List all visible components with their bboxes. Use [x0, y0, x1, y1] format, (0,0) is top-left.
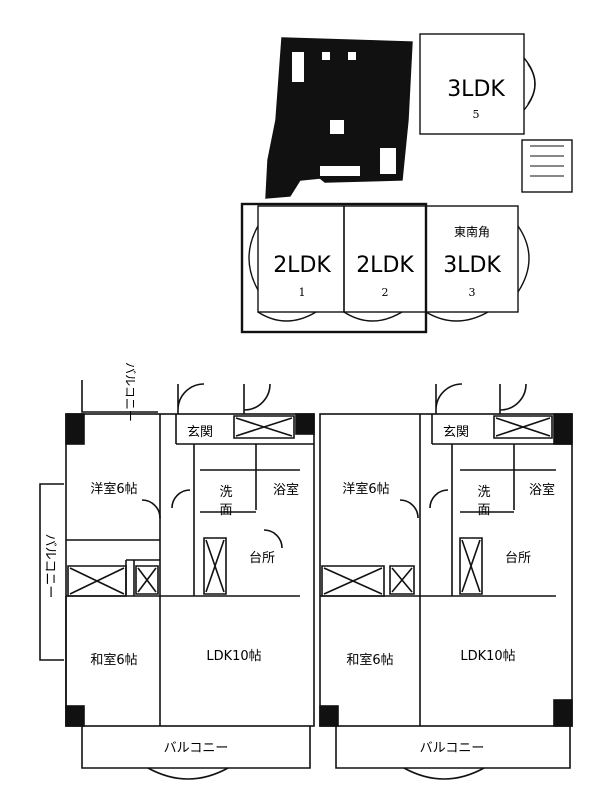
unit-5-type: 3LDK — [447, 77, 505, 102]
adjacent-window-3 — [348, 52, 356, 60]
left-bath: 浴室 — [273, 482, 299, 498]
plan-walls — [39, 380, 573, 780]
left-ldk: LDK10帖 — [206, 649, 261, 664]
unit-3-tag: 東南角 — [454, 224, 490, 239]
unit-5-number: 5 — [473, 108, 480, 121]
site-map — [240, 33, 573, 334]
right-entrance: 玄関 — [443, 425, 469, 440]
unit-3-type: 3LDK — [443, 253, 501, 278]
left-japanese-room: 和室6帖 — [90, 652, 137, 668]
right-wash-a: 洗 — [477, 485, 490, 500]
unit-2-type: 2LDK — [356, 253, 414, 278]
right-japanese-room: 和室6帖 — [346, 652, 393, 668]
left-wash-b: 面 — [219, 503, 232, 518]
unit-5-box — [419, 33, 525, 135]
right-western-room: 洋室6帖 — [342, 481, 389, 497]
adjacent-window-6 — [380, 148, 396, 174]
adjacent-window-1 — [292, 52, 304, 82]
adjacent-window-4 — [330, 120, 344, 134]
unit-1-number: 1 — [299, 286, 306, 299]
left-western-room: 洋室6帖 — [90, 481, 137, 497]
left-balcony-top: バルコニー — [123, 362, 137, 422]
right-bath: 浴室 — [529, 482, 555, 498]
left-kitchen: 台所 — [249, 551, 275, 566]
adjacent-window-5 — [320, 166, 360, 176]
stair-block — [521, 139, 573, 193]
unit-1-type: 2LDK — [273, 253, 331, 278]
left-wash-a: 洗 — [219, 485, 232, 500]
right-wash-b: 面 — [477, 503, 490, 518]
adjacent-window-2 — [322, 52, 330, 60]
left-entrance: 玄関 — [187, 425, 213, 440]
right-kitchen: 台所 — [505, 551, 531, 566]
left-balcony-side: バルコニー — [42, 534, 57, 599]
left-balcony-bottom: バルコニー — [164, 741, 229, 756]
unit-2-number: 2 — [382, 286, 389, 299]
right-balcony-bottom: バルコニー — [420, 741, 485, 756]
unit-3-number: 3 — [469, 286, 476, 299]
right-ldk: LDK10帖 — [460, 649, 515, 664]
